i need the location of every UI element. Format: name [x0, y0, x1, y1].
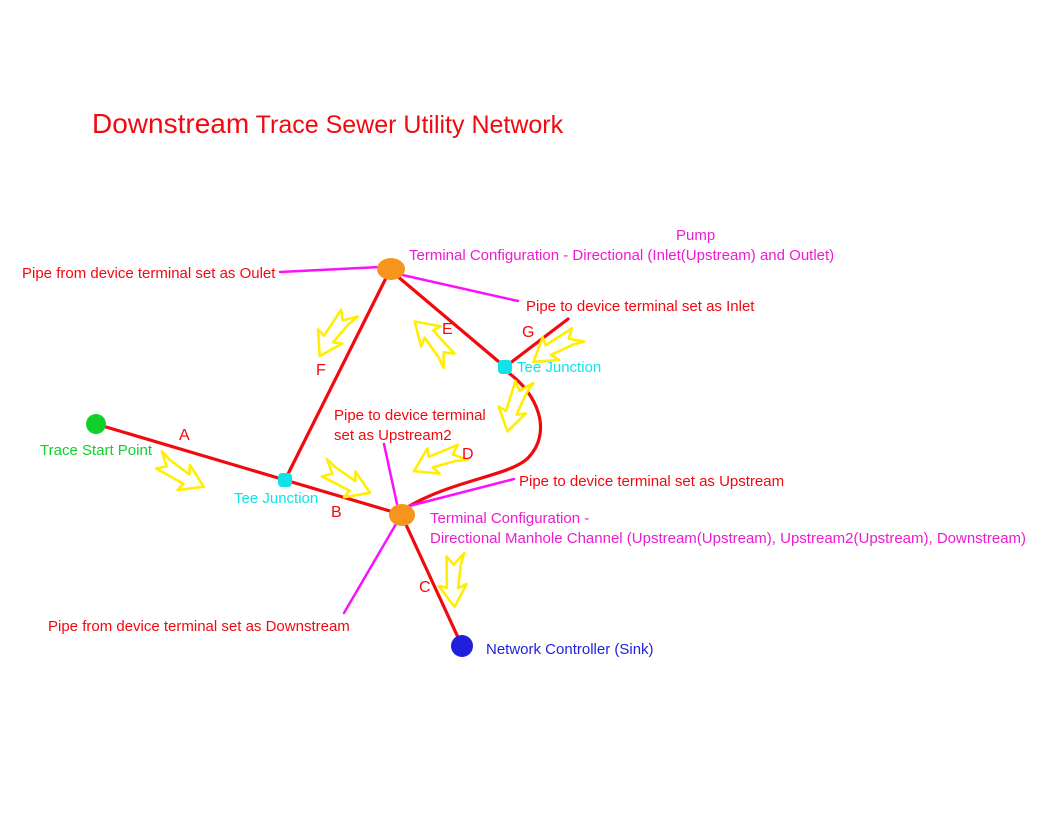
tee-junction-upper-node-icon [498, 360, 512, 374]
pipe-label-a: A [179, 427, 190, 444]
tee-junction-lower-node-icon [278, 473, 292, 487]
leader-upstream2 [382, 442, 399, 506]
pipe-g [503, 317, 570, 369]
pipe-label-g: G [522, 324, 535, 341]
annotation-upstream2: Pipe to device terminal set as Upstream2 [334, 406, 486, 446]
pipe-label-e: E [442, 321, 453, 338]
annotation-upstream: Pipe to device terminal set as Upstream [519, 473, 785, 490]
flow-arrow-icon-f [306, 302, 360, 365]
pipe-label-b: B [331, 504, 342, 521]
annotation-inlet: Pipe to device terminal set as Inlet [526, 298, 755, 315]
pump-label: Pump [676, 227, 716, 244]
leader-inlet [396, 272, 520, 303]
pipe-b [283, 478, 402, 516]
page-title: Downstream Trace Sewer Utility Network [92, 108, 563, 140]
pipe-label-f: F [316, 362, 326, 379]
tee-junction-upper-label: Tee Junction [517, 359, 602, 376]
pipe-f [283, 268, 392, 482]
annotation-downstream: Pipe from device terminal set as Downstr… [48, 618, 350, 635]
trace-start-node-icon [86, 414, 106, 434]
pipe-d [404, 369, 543, 510]
pipe-label-c: C [419, 579, 431, 596]
sink-label: Network Controller (Sink) [486, 641, 654, 658]
pipe-c [400, 514, 464, 648]
flow-arrow-icon-a [149, 450, 212, 501]
title-trace-type: Downstream [92, 108, 250, 139]
sink-node-icon [451, 635, 473, 657]
annotation-outlet: Pipe from device terminal set as Oulet [22, 265, 276, 282]
flow-arrow-icon-e [402, 310, 465, 370]
manhole-config-line2: Directional Manhole Channel (Upstream(Up… [430, 530, 1027, 547]
pump-node-icon [377, 258, 405, 280]
manhole-config-line1: Terminal Configuration - [430, 510, 590, 527]
trace-start-label: Trace Start Point [40, 442, 152, 459]
annotation-upstream2-line2: set as Upstream2 [334, 427, 452, 444]
annotation-upstream2-line1: Pipe to device terminal [334, 407, 486, 424]
manhole-config-label: Terminal Configuration - Directional Man… [430, 509, 1026, 549]
pipe-a [94, 422, 287, 482]
flow-arrow-icon-d1 [493, 376, 535, 436]
leader-outlet [278, 265, 382, 274]
pipe-e [388, 268, 507, 369]
pipe-label-d: D [462, 446, 474, 463]
leader-downstream [342, 522, 398, 615]
pump-config-label: Terminal Configuration - Directional (In… [409, 247, 835, 264]
leader-upstream [407, 477, 516, 508]
tee-junction-lower-label: Tee Junction [234, 490, 319, 507]
title-suffix: Trace Sewer Utility Network [249, 111, 564, 139]
manhole-node-icon [389, 504, 415, 526]
